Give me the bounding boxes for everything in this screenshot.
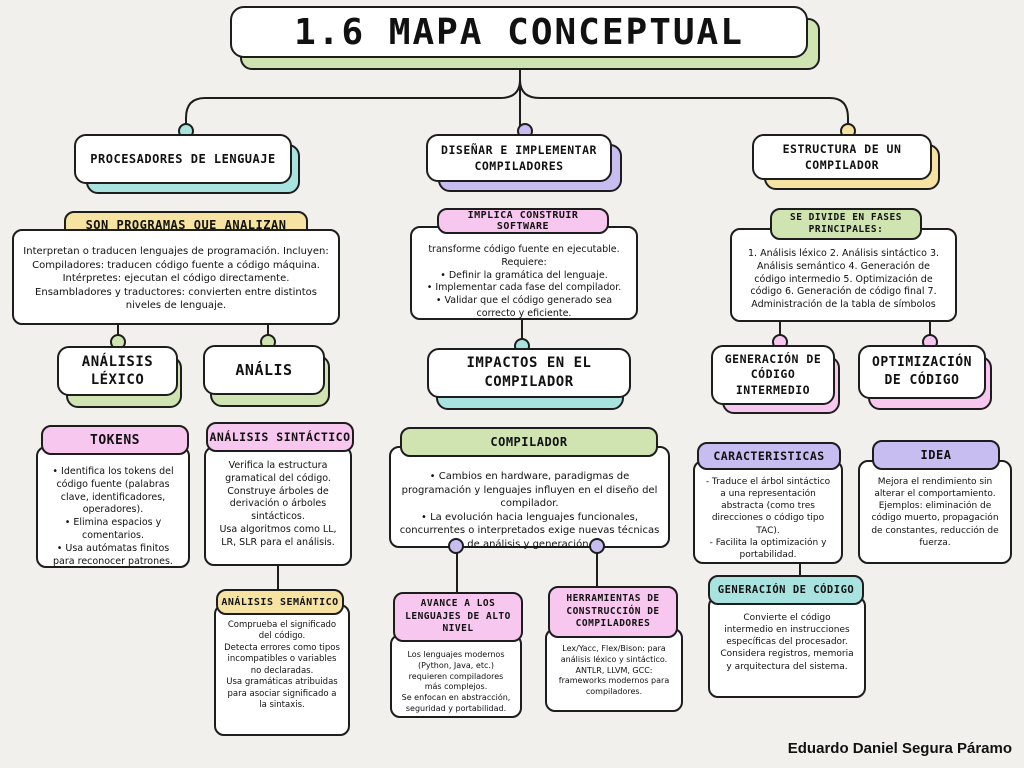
list-item: • Identifica los tokens del código fuent… (52, 466, 174, 516)
list-item: Convierte el código intermedio en instru… (724, 613, 850, 648)
connector-dot (448, 538, 464, 554)
box-optimizacion-text: OPTIMIZACIÓN DE CÓDIGO (872, 355, 972, 388)
box-analis: ANÁLIS (203, 345, 325, 395)
desc-estructura: 1. Análisis léxico 2. Análisis sintáctic… (730, 228, 957, 322)
list-item: • Usa autómatas finitos para reconocer p… (53, 542, 173, 567)
box-impactos-text: IMPACTOS EN EL COMPILADOR (466, 355, 592, 390)
header-procesadores: PROCESADORES DE LENGUAJE (74, 134, 292, 184)
label-avance-text: AVANCE A LOS LENGUAJES DE ALTO NIVEL (405, 597, 511, 635)
avance-note: Los lenguajes modernos (Python, Java, et… (390, 634, 522, 718)
list-item: - Traduce el árbol sintáctico a una repr… (705, 477, 831, 536)
box-analis-text: ANÁLIS (235, 361, 293, 379)
list-item: Ejemplos: eliminación de código muerto, … (871, 501, 999, 548)
label-semantico: ANÁLISIS SEMÁNTICO (216, 589, 344, 615)
list-item: Se enfocan en abstracción, seguridad y p… (401, 693, 511, 713)
label-sintactico-text: ANÁLISIS SINTÁCTICO (209, 430, 351, 444)
header-procesadores-text: PROCESADORES DE LENGUAJE (90, 151, 276, 166)
sub-programas-text: SON PROGRAMAS QUE ANALIZAN (85, 218, 287, 232)
list-item: - Facilita la optimización y portabilida… (709, 537, 827, 560)
list-item: • Definir la gramática del lenguaje. (440, 269, 608, 281)
desc-procesadores: Interpretan o traducen lenguajes de prog… (12, 229, 340, 325)
sub-implica-text: IMPLICA CONSTRUIR SOFTWARE (467, 210, 579, 232)
label-idea: IDEA (872, 440, 1000, 470)
label-sintactico: ANÁLISIS SINTÁCTICO (206, 422, 354, 452)
sintactico-note: Verifica la estructura gramatical del có… (204, 446, 352, 566)
box-impactos: IMPACTOS EN EL COMPILADOR (427, 348, 631, 398)
list-item: Mejora el rendimiento sin alterar el com… (874, 477, 996, 500)
list-item: • Implementar cada fase del compilador. (426, 282, 622, 294)
list-item: Intérpretes: ejecutan el código directam… (62, 273, 290, 284)
list-item: • Elimina espacios y comentarios. (64, 517, 162, 542)
list-item: • Validar que el código generado sea cor… (435, 295, 613, 320)
header-disenar-text: DISEÑAR E IMPLEMENTAR COMPILADORES (441, 142, 597, 173)
desc-disenar: transforme código fuente en ejecutable. … (410, 226, 638, 320)
page-title: 1.6 MAPA CONCEPTUAL (294, 11, 744, 53)
list-item: Usa gramáticas atribuidas para asociar s… (226, 677, 338, 711)
sub-fases-text: SE DIVIDE EN FASES PRINCIPALES: (790, 211, 902, 235)
list-item: Considera registros, memoria y arquitect… (720, 649, 854, 672)
label-compilador-text: COMPILADOR (490, 435, 568, 449)
box-lexico-text: ANÁLISIS LÉXICO (81, 353, 154, 388)
semantico-note: Comprueba el significado del código. Det… (214, 604, 350, 736)
label-tokens: TOKENS (41, 425, 189, 455)
label-idea-text: IDEA (920, 448, 952, 462)
header-estructura-text: ESTRUCTURA DE UN COMPILADOR (782, 141, 902, 172)
label-avance: AVANCE A LOS LENGUAJES DE ALTO NIVEL (393, 592, 523, 642)
label-compilador: COMPILADOR (400, 427, 658, 457)
desc-fases: 1. Análisis léxico 2. Análisis sintáctic… (747, 248, 940, 311)
box-optimizacion: OPTIMIZACIÓN DE CÓDIGO (858, 345, 986, 399)
sub-implica: IMPLICA CONSTRUIR SOFTWARE (437, 208, 609, 234)
herramientas-note: Lex/Yacc, Flex/Bison: para análisis léxi… (545, 628, 683, 712)
author-name: Eduardo Daniel Segura Páramo (787, 740, 1012, 757)
sub-fases: SE DIVIDE EN FASES PRINCIPALES: (770, 208, 922, 240)
label-semantico-text: ANÁLISIS SEMÁNTICO (221, 596, 339, 608)
label-generacion: GENERACIÓN DE CÓDIGO (708, 575, 864, 605)
label-herramientas-text: HERRAMIENTAS DE CONSTRUCCIÓN DE COMPILAD… (566, 592, 660, 630)
box-intermedio: GENERACIÓN DE CÓDIGO INTERMEDIO (711, 345, 835, 405)
title-box: 1.6 MAPA CONCEPTUAL (230, 6, 808, 58)
list-item: ANTLR, LLVM, GCC: frameworks modernos pa… (558, 665, 670, 697)
tokens-note: • Identifica los tokens del código fuent… (36, 446, 190, 568)
idea-note: Mejora el rendimiento sin alterar el com… (858, 460, 1012, 564)
box-lexico: ANÁLISIS LÉXICO (57, 346, 178, 396)
list-item: Comprueba el significado del código. (227, 620, 337, 642)
list-item: Construye árboles de derivación o árbole… (227, 485, 329, 523)
connector-dot (589, 538, 605, 554)
list-item: Verifica la estructura gramatical del có… (225, 460, 331, 484)
desc-intro: transforme código fuente en ejecutable. … (428, 244, 620, 268)
caracteristicas-note: - Traduce el árbol sintáctico a una repr… (693, 460, 843, 564)
box-intermedio-text: GENERACIÓN DE CÓDIGO INTERMEDIO (724, 351, 822, 397)
compilador-note: • Cambios en hardware, paradigmas de pro… (389, 446, 670, 550)
header-estructura: ESTRUCTURA DE UN COMPILADOR (752, 134, 932, 180)
label-caracteristicas: CARACTERISTICAS (697, 442, 841, 470)
label-tokens-text: TOKENS (90, 432, 140, 448)
list-item: Detecta errores como tipos incompatibles… (224, 642, 340, 676)
list-item: • La evolución hacia lenguajes funcional… (399, 511, 660, 550)
list-item: Los lenguajes modernos (Python, Java, et… (407, 650, 505, 692)
label-herramientas: HERRAMIENTAS DE CONSTRUCCIÓN DE COMPILAD… (548, 586, 678, 638)
list-item: Compiladores: traducen código fuente a c… (32, 259, 320, 271)
header-disenar: DISEÑAR E IMPLEMENTAR COMPILADORES (426, 134, 612, 182)
label-caracteristicas-text: CARACTERISTICAS (713, 449, 825, 463)
list-item: Lex/Yacc, Flex/Bison: para análisis léxi… (560, 644, 668, 664)
generacion-note: Convierte el código intermedio en instru… (708, 596, 866, 698)
list-item: Usa algoritmos como LL, LR, SLR para el … (219, 524, 337, 548)
list-item: • Cambios en hardware, paradigmas de pro… (401, 471, 658, 509)
list-item: Ensambladores y traductores: convierten … (35, 286, 317, 312)
label-generacion-text: GENERACIÓN DE CÓDIGO (717, 584, 855, 596)
desc-intro: Interpretan o traducen lenguajes de prog… (23, 246, 329, 257)
